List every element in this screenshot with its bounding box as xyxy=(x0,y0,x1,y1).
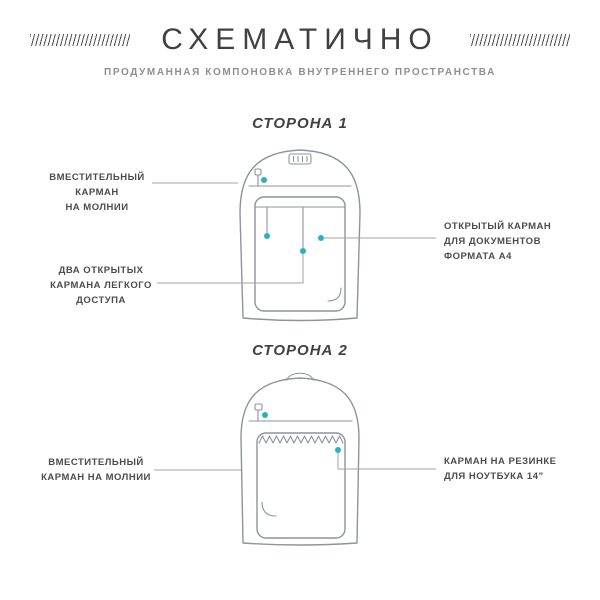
label-line: КАРМАН НА РЕЗИНКЕ xyxy=(444,456,557,467)
stitch-mark xyxy=(261,501,277,517)
decorative-hatch-right xyxy=(470,34,570,46)
label-line: ДВА ОТКРЫТЫХ xyxy=(58,265,144,276)
callout-line-laptop-pocket xyxy=(337,453,436,470)
zipper-pull-head xyxy=(254,403,263,411)
backpack-side2 xyxy=(154,372,436,546)
label-line: ДЛЯ НОУТБУКА 14” xyxy=(444,471,544,482)
page-title: СХЕМАТИЧНО xyxy=(161,23,439,56)
decorative-hatch-left xyxy=(30,34,130,46)
anchor-dot-zip-pocket xyxy=(262,412,268,418)
section-heading-side1: СТОРОНА 1 xyxy=(252,115,348,132)
backpack-outline xyxy=(240,377,360,546)
label-line: НА МОЛНИИ xyxy=(65,202,129,213)
anchor-dot-a4-pocket xyxy=(318,235,324,241)
label-zip-pocket-side2: ВМЕСТИТЕЛЬНЫЙ КАРМАН НА МОЛНИИ xyxy=(36,455,156,485)
label-laptop-pocket-side2: КАРМАН НА РЕЗИНКЕ ДЛЯ НОУТБУКА 14” xyxy=(444,454,594,484)
label-line: ВМЕСТИТЕЛЬНЫЙ xyxy=(49,172,145,183)
section-heading-side2: СТОРОНА 2 xyxy=(252,342,348,359)
label-zip-pocket-side1: ВМЕСТИТЕЛЬНЫЙ КАРМАН НА МОЛНИИ xyxy=(38,170,156,215)
label-line: ОТКРЫТЫЙ КАРМАН xyxy=(444,221,552,232)
callout-line-open-pockets xyxy=(157,254,304,284)
handle-loop xyxy=(286,372,314,381)
backpack-outline xyxy=(239,149,361,322)
laptop-panel-outline xyxy=(256,432,346,539)
page-subtitle: ПРОДУМАННАЯ КОМПОНОВКА ВНУТРЕННЕГО ПРОСТ… xyxy=(104,67,496,78)
label-a4-pocket-side1: ОТКРЫТЫЙ КАРМАН ДЛЯ ДОКУМЕНТОВ ФОРМАТА А… xyxy=(444,219,594,264)
anchor-dot-open-pocket-right xyxy=(300,248,306,254)
anchor-dot-zip-pocket xyxy=(261,177,267,183)
elastic-band-zigzag xyxy=(258,435,344,444)
label-line: КАРМАНА ЛЕГКОГО xyxy=(50,280,152,291)
top-zipper-tab-icon xyxy=(288,153,312,165)
front-panel-outline xyxy=(254,196,346,312)
zipper-teeth-icon xyxy=(292,155,308,163)
label-line: ФОРМАТА А4 xyxy=(444,251,512,262)
zipper-pull-head xyxy=(254,168,262,176)
label-line: КАРМАН НА МОЛНИИ xyxy=(41,472,151,483)
anchor-dot-open-pocket-left xyxy=(264,233,270,239)
label-line: ДОСТУПА xyxy=(76,295,126,306)
label-line: ВМЕСТИТЕЛЬНЫЙ xyxy=(48,457,144,468)
anchor-dot-laptop-pocket xyxy=(335,447,341,453)
backpack-side1 xyxy=(152,149,436,322)
label-line: ДЛЯ ДОКУМЕНТОВ xyxy=(444,236,541,247)
stitch-mark xyxy=(327,287,342,302)
label-line: КАРМАН xyxy=(75,187,119,198)
label-open-pockets-side1: ДВА ОТКРЫТЫХ КАРМАНА ЛЕГКОГО ДОСТУПА xyxy=(42,263,160,308)
